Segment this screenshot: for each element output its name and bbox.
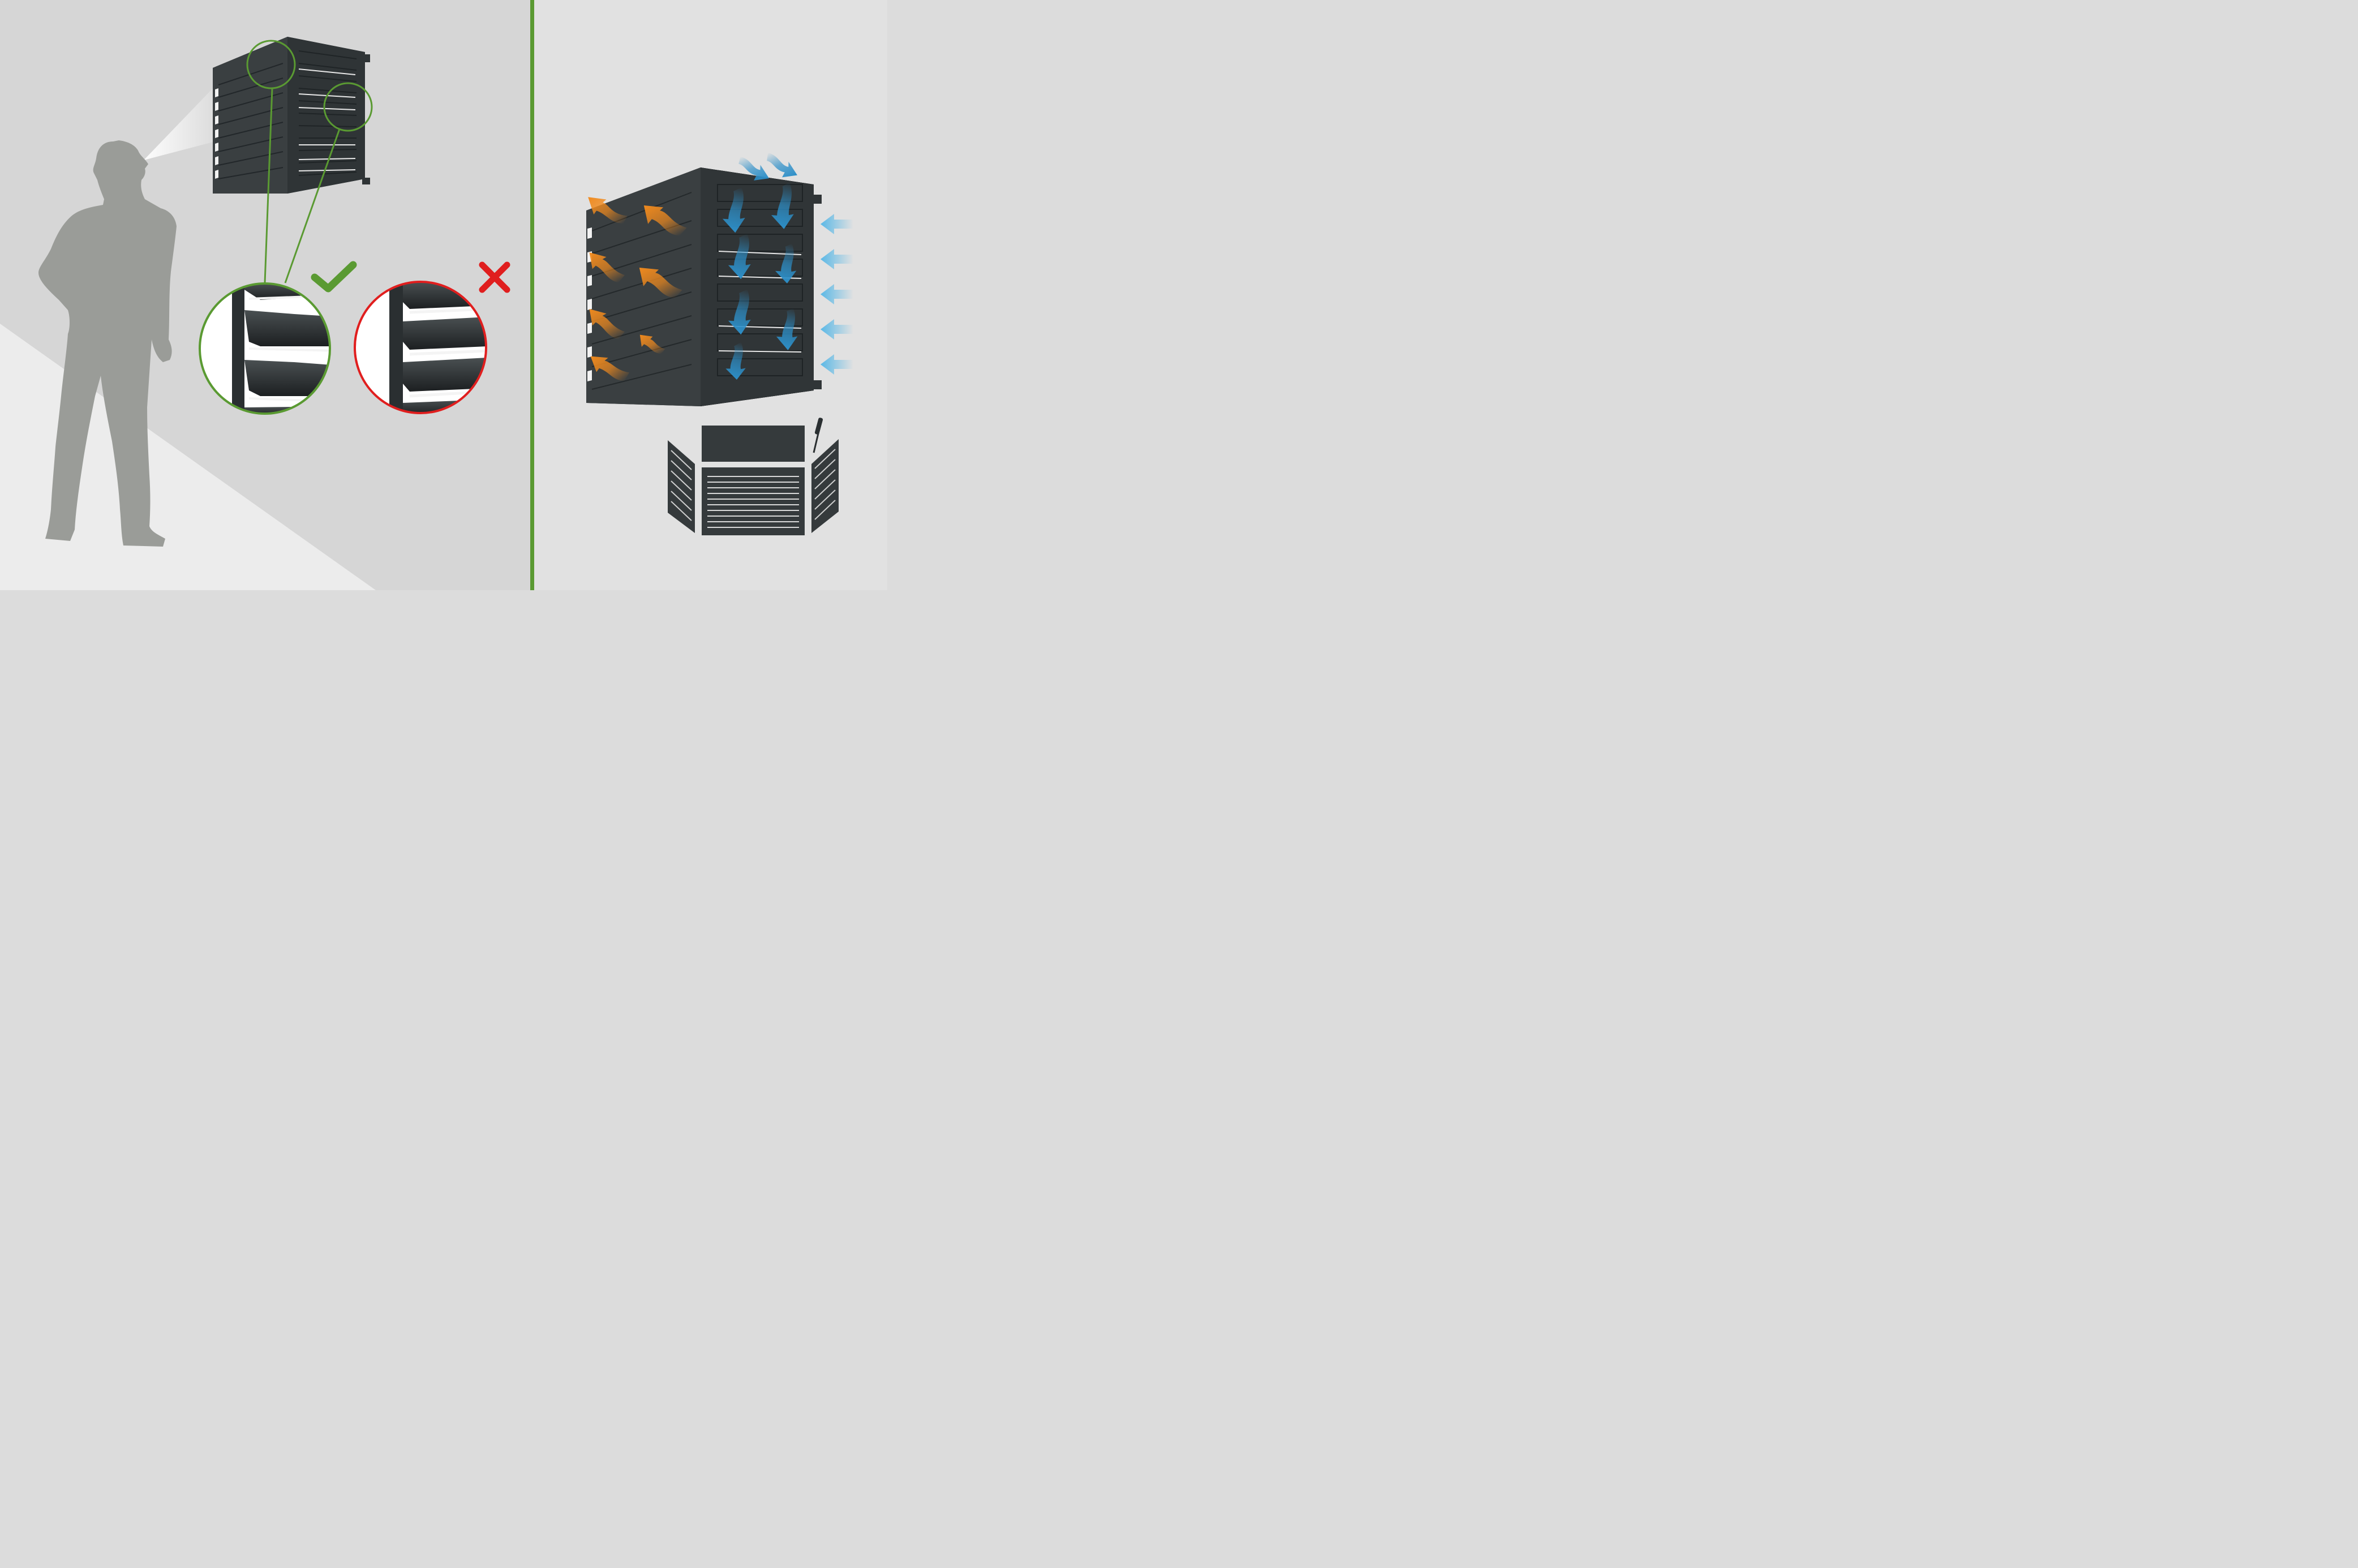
correct-louver-detail: [199, 282, 331, 415]
hot-air-arrow: [639, 334, 665, 354]
illustration: [0, 0, 887, 590]
hot-air-arrow: [588, 197, 628, 224]
cold-air-side-arrow: [821, 354, 853, 375]
kit-top-panel: [702, 426, 805, 462]
kit-left-panel: [668, 440, 695, 533]
leader-line-2: [284, 128, 341, 283]
hot-air-arrow: [590, 356, 630, 381]
hot-air-arrows: [588, 197, 687, 381]
cross-icon: [479, 261, 510, 293]
screwdriver-icon: [813, 418, 823, 453]
ac-cover-unit-small: [213, 37, 370, 194]
inspection-circle-top: [246, 40, 296, 89]
cold-air-side-arrow: [821, 214, 853, 234]
panel-divider: [530, 0, 534, 590]
diagram-canvas: [0, 0, 887, 590]
cold-air-arrows-side: [821, 214, 853, 375]
sight-beam: [144, 86, 215, 160]
cold-air-side-arrow: [821, 284, 853, 304]
disassembled-kit: [668, 418, 839, 535]
cold-air-arrows-top: [738, 152, 797, 181]
hot-air-arrow: [643, 205, 687, 236]
leader-line-1: [264, 88, 273, 283]
person-silhouette: [38, 140, 177, 547]
kit-right-panel: [811, 439, 839, 533]
inspection-circle-side: [323, 82, 373, 132]
cold-air-side-arrow: [821, 249, 853, 269]
cold-air-side-arrow: [821, 319, 853, 340]
hot-air-arrow: [589, 309, 625, 340]
checkmark-icon: [311, 261, 357, 293]
hot-air-arrow: [589, 252, 625, 283]
hot-air-arrow: [639, 268, 682, 298]
kit-front-panel: [702, 467, 805, 535]
cold-air-arrows-inside: [722, 182, 798, 380]
